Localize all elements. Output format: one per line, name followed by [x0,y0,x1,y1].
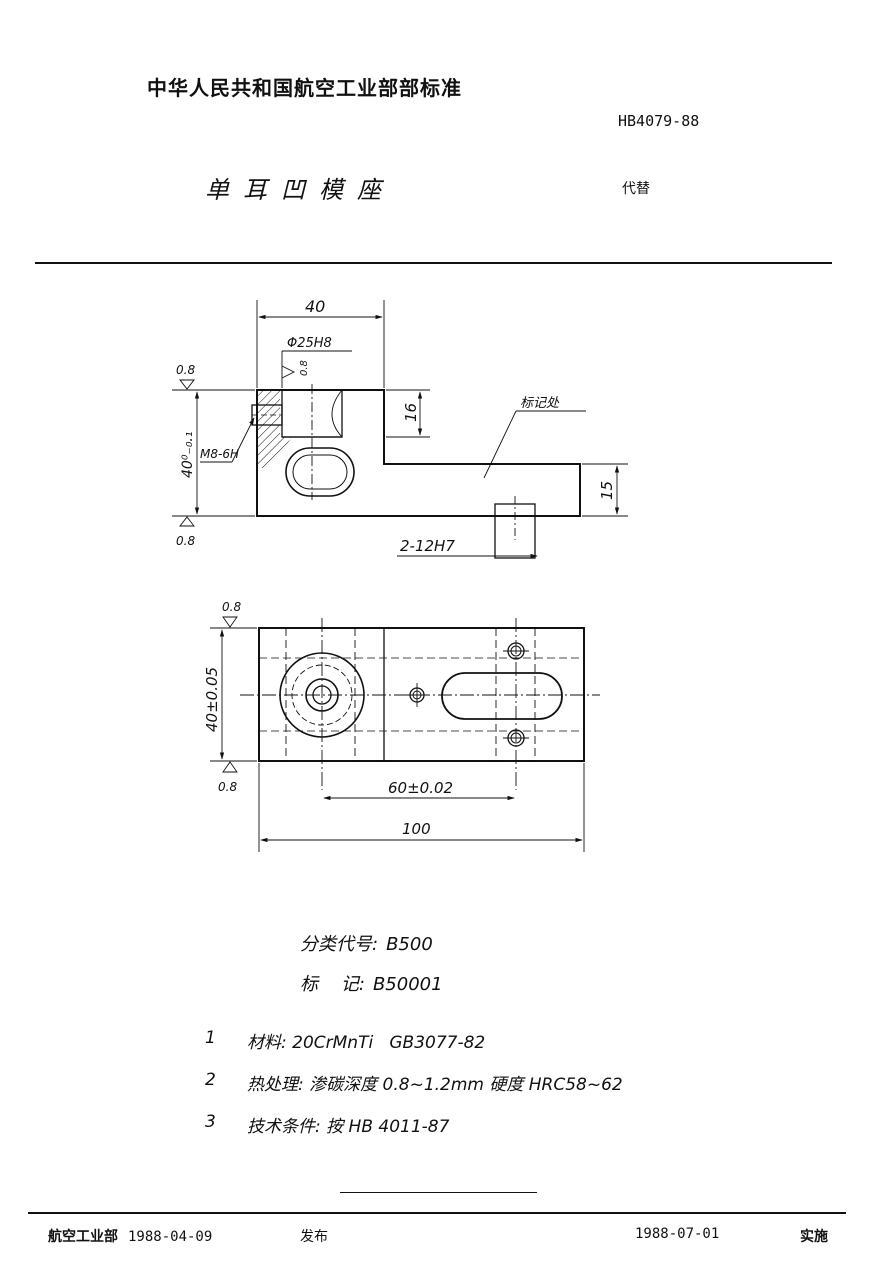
rough-plan-bottom: 0.8 [218,780,237,794]
dim-pins: 2-12H7 [400,537,455,555]
note-number: 2 [205,1070,216,1090]
publish-label: 发布 [300,1229,328,1245]
rough-plan-top: 0.8 [222,600,241,614]
effective-date: 1988-07-01 [635,1226,720,1242]
note-item: 3 技术条件: 按 HB 4011-87 [205,1112,623,1154]
dim-height-side: 40⁰₋₀.₁ [180,432,196,479]
footer-rule [28,1212,846,1214]
roughness-bore-icon [281,365,296,379]
mark-value: B50001 [372,974,443,995]
section-hatch [257,390,292,468]
classification-code-label: 分类代号: [300,934,379,955]
dim-step: 16 [402,403,420,422]
classification-block: 分类代号: B500 标 记: B50001 [300,930,443,1010]
rough-bottom-left: 0.8 [176,534,195,548]
standard-organization: 中华人民共和国航空工业部部标准 [147,76,462,100]
publish-date: 1988-04-09 [128,1229,213,1245]
slot-plan [441,672,563,720]
note-number: 3 [205,1112,216,1132]
boss-outer-circle [279,652,365,738]
note-number: 1 [205,1028,216,1048]
dim-bore: Φ25H8 [287,336,332,351]
rough-bore: 0.8 [299,360,310,376]
note-text: 技术条件: 按 HB 4011-87 [247,1117,450,1137]
slot-front [285,447,355,497]
document-title: 单耳凹模座 [205,176,395,204]
roughness-top-icon [179,379,195,390]
effective-label: 实施 [800,1229,828,1245]
dim-length-top: 40 [305,297,325,316]
note-item: 1 材料: 20CrMnTi GB3077-82 [205,1028,623,1070]
standard-number: HB4079-88 [618,112,700,130]
dim-end-height: 15 [598,481,616,500]
end-rule [340,1192,537,1193]
footer-publisher: 航空工业部 1988-04-09 [48,1226,212,1246]
header-rule [35,262,832,264]
rough-top-left: 0.8 [176,363,195,377]
marking-label: 标记处 [520,396,560,411]
technical-drawing: 40 Φ25H8 0.8 40⁰₋₀.₁ 0.8 0.8 M8-6H 16 标记… [172,297,628,852]
replaces-label: 代替 [622,181,650,197]
classification-code-value: B500 [386,934,433,955]
dim-pitch: 60±0.02 [388,779,453,797]
note-text: 热处理: 渗碳深度 0.8~1.2mm 硬度 HRC58~62 [247,1075,623,1095]
front-view-outline [256,389,581,517]
roughness-plan-bottom-icon [222,761,238,773]
plan-view-outline [258,627,585,762]
note-text: 材料: 20CrMnTi GB3077-82 [247,1033,486,1053]
mark-label: 标 记: [300,974,365,995]
technical-notes: 1 材料: 20CrMnTi GB3077-82 2 热处理: 渗碳深度 0.8… [205,1028,623,1154]
note-item: 2 热处理: 渗碳深度 0.8~1.2mm 硬度 HRC58~62 [205,1070,623,1112]
dim-thread: M8-6H [200,447,239,461]
dim-total-length: 100 [402,820,431,838]
dim-width-plan: 40±0.05 [203,667,221,732]
roughness-plan-top-icon [222,616,238,628]
roughness-bottom-icon [179,516,195,527]
publisher-name: 航空工业部 [48,1229,118,1245]
